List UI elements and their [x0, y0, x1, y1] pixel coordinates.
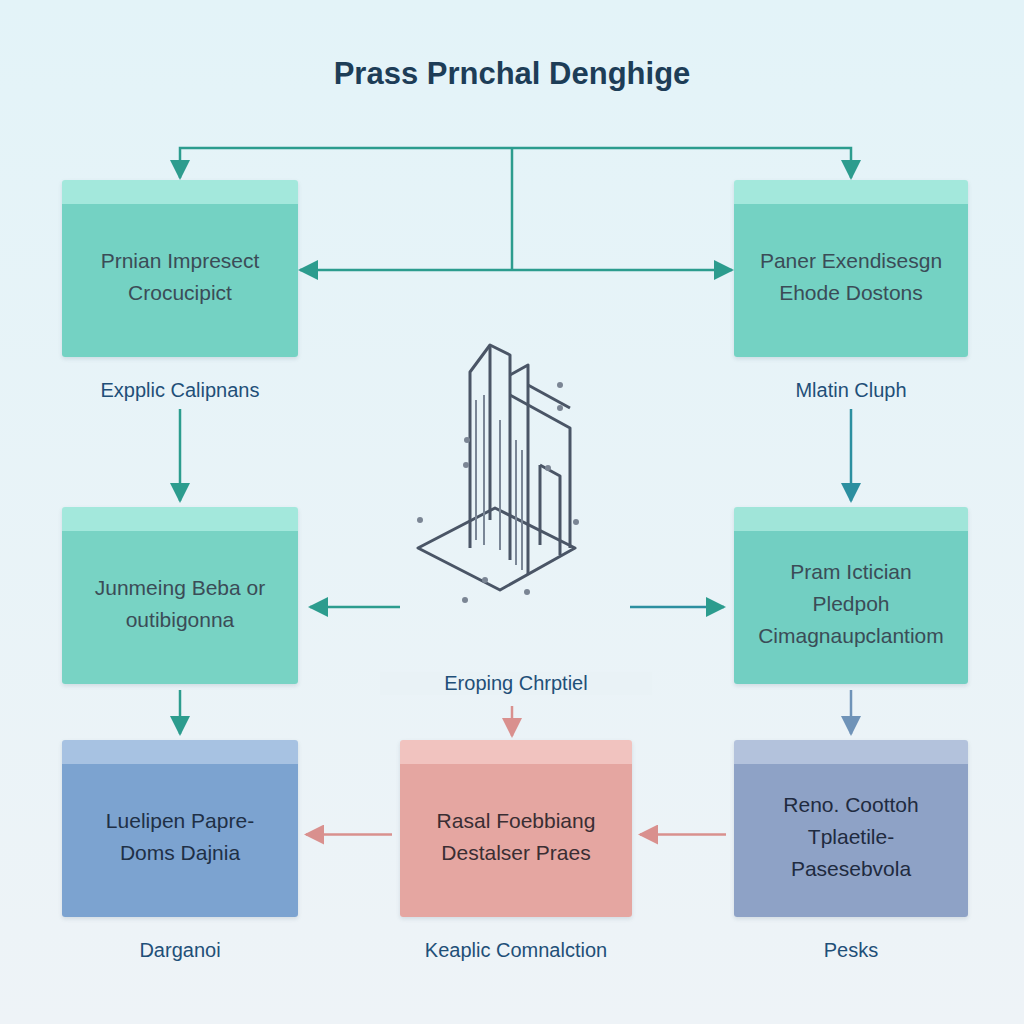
- box-text: Junmeing Beba or outibigonna: [84, 572, 276, 636]
- connector-arrow: [640, 833, 726, 836]
- process-box: Luelipen Papre-Doms DajniaDarganoi: [62, 740, 298, 963]
- connector-arrow: [306, 833, 392, 836]
- box-face: Pram Ictician Pledpoh Cimagnaupclantiom: [734, 507, 968, 684]
- box-text: Pram Ictician Pledpoh Cimagnaupclantiom: [756, 556, 946, 652]
- connector-arrow: [180, 148, 851, 178]
- box-caption: Darganoi: [62, 937, 298, 963]
- box-face: Rasal Foebbiang Destalser Praes: [400, 740, 632, 917]
- box-text: Rasal Foebbiang Destalser Praes: [422, 805, 610, 869]
- pointer-arrow: [310, 606, 400, 609]
- process-box: Prnian Impresect CrocucipictExpplic Cali…: [62, 180, 298, 403]
- process-box: Rasal Foebbiang Destalser PraesKeaplic C…: [400, 740, 632, 963]
- process-box: Reno. Coottoh Tplaetile-PasesebvolaPesks: [734, 740, 968, 963]
- process-box: Pram Ictician Pledpoh Cimagnaupclantiom: [734, 507, 968, 684]
- title-text: Prass Prnchal Denghige: [0, 56, 1024, 92]
- box-caption: Keaplic Comnalction: [400, 937, 632, 963]
- box-text: Paner Exendisesgn Ehode Dostons: [756, 245, 946, 309]
- box-caption: Expplic Calipnans: [62, 377, 298, 403]
- box-text: Prnian Impresect Crocucipict: [84, 245, 276, 309]
- connector-arrow: [850, 409, 853, 501]
- box-face: Luelipen Papre-Doms Dajnia: [62, 740, 298, 917]
- box-caption: Pesks: [734, 937, 968, 963]
- dots: [417, 382, 579, 603]
- pointer-arrow: [511, 706, 514, 736]
- connector-arrow: [300, 269, 732, 272]
- connector-arrow: [179, 690, 182, 734]
- process-box: Paner Exendisesgn Ehode DostonsMlatin Cl…: [734, 180, 968, 403]
- box-face: Prnian Impresect Crocucipict: [62, 180, 298, 357]
- process-box: Junmeing Beba or outibigonna: [62, 507, 298, 684]
- connector-arrow: [850, 690, 853, 734]
- bus-stem: [511, 148, 514, 270]
- pointer-arrow: [630, 606, 724, 609]
- box-text: Reno. Coottoh Tplaetile-Pasesebvola: [756, 789, 946, 885]
- box-face: Junmeing Beba or outibigonna: [62, 507, 298, 684]
- connector-arrow: [179, 409, 182, 501]
- tower-icon: [418, 345, 575, 590]
- box-text: Luelipen Papre-Doms Dajnia: [84, 805, 276, 869]
- box-caption: Mlatin Cluph: [734, 377, 968, 403]
- note-label: Eroping Chrptiel: [380, 672, 652, 695]
- box-face: Paner Exendisesgn Ehode Dostons: [734, 180, 968, 357]
- box-face: Reno. Coottoh Tplaetile-Pasesebvola: [734, 740, 968, 917]
